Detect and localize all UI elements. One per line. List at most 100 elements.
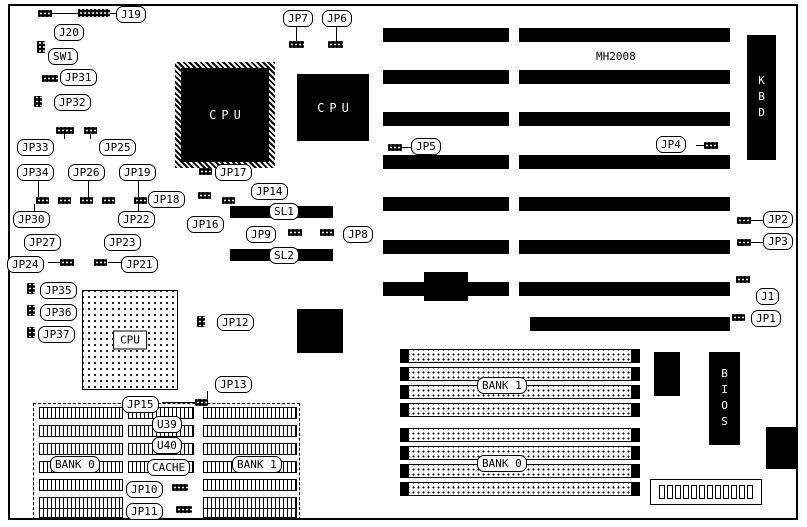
jumper-header-icon (176, 506, 192, 513)
jumper-header-icon (27, 283, 35, 294)
label-jp31: JP31 (60, 69, 97, 86)
leader-line (90, 134, 91, 139)
leader-line (34, 204, 35, 211)
label-jp18: JP18 (148, 191, 185, 208)
bios-label: BIOS (718, 366, 731, 431)
label-jp3: JP3 (763, 233, 793, 250)
label-jp22: JP22 (118, 211, 155, 228)
label-jp6: JP6 (322, 10, 352, 27)
cpu-pga-socket: CPU (82, 290, 178, 390)
jumper-header-icon (36, 197, 49, 204)
label-jp32: JP32 (54, 94, 91, 111)
leader-line (48, 262, 60, 263)
label-jp4: JP4 (656, 136, 686, 153)
simm-socket (400, 403, 640, 417)
isa-slot (383, 28, 509, 42)
leader-line (108, 262, 121, 263)
isa-slot (519, 240, 730, 254)
dip-chip (203, 443, 297, 455)
dip-chip (203, 425, 297, 437)
jumper-header-icon (34, 96, 42, 107)
label-jp21: JP21 (121, 256, 158, 273)
label-jp37: JP37 (38, 326, 75, 343)
isa-slot (519, 28, 730, 42)
label-jp7: JP7 (283, 10, 313, 27)
leader-line (64, 134, 65, 139)
jumper-header-icon (134, 197, 147, 204)
label-jp9: JP9 (246, 226, 276, 243)
dip-chip (39, 508, 123, 518)
label-u39: U39 (152, 416, 182, 433)
bios-chip: BIOS (709, 352, 740, 445)
leader-line (138, 204, 139, 211)
jumper-header-icon (289, 41, 304, 48)
cpu-chip-plcc: CPU (297, 74, 369, 141)
label-cache: CACHE (147, 459, 191, 476)
jumper-header-icon (58, 197, 71, 204)
label-jp34: JP34 (17, 164, 54, 181)
label-jp1: JP1 (751, 310, 781, 327)
ic-chip (424, 272, 468, 301)
dip-chip (39, 479, 123, 491)
label-bank0-dip: BANK 0 (50, 456, 100, 473)
label-j20: J20 (54, 24, 84, 41)
label-jp30: JP30 (13, 211, 50, 228)
label-jp23: JP23 (104, 234, 141, 251)
jumper-header-icon (195, 399, 208, 406)
dip-chip (203, 407, 297, 419)
label-jp24: JP24 (7, 256, 44, 273)
dip-chip (203, 508, 297, 518)
label-bank1-dip: BANK 1 (232, 456, 282, 473)
label-jp8: JP8 (343, 226, 373, 243)
dip-chip (203, 479, 297, 491)
isa-slot (383, 155, 509, 169)
jumper-header-icon (27, 305, 35, 316)
label-j19: J19 (116, 6, 146, 23)
label-jp15: JP15 (122, 396, 159, 413)
jumper-header-icon (388, 144, 402, 151)
jumper-header-icon (199, 168, 212, 175)
leader-line (38, 180, 39, 197)
ic-chip (297, 309, 343, 353)
jumper-header-icon (37, 41, 45, 53)
jumper-header-icon (736, 276, 750, 283)
jumper-header-icon (60, 259, 74, 266)
jumper-header-icon (27, 327, 35, 338)
jumper-header-icon (172, 484, 188, 491)
leader-line (336, 26, 337, 41)
board-model-text: MH2008 (596, 50, 636, 63)
isa-slot (519, 197, 730, 211)
simm-socket (400, 482, 640, 496)
label-jp10: JP10 (126, 481, 163, 498)
label-jp35: JP35 (40, 282, 77, 299)
leader-line (751, 242, 763, 243)
jumper-header-icon (320, 229, 334, 236)
label-jp27: JP27 (24, 234, 61, 251)
leader-line (696, 145, 704, 146)
leader-line (751, 220, 763, 221)
jumper-header-icon (198, 192, 211, 199)
leader-line (138, 180, 139, 197)
jumper-header-icon (78, 9, 110, 17)
jumper-header-icon (42, 75, 58, 82)
label-bank1-simm: BANK 1 (477, 377, 527, 394)
dip-chip (39, 407, 123, 419)
isa-slot (383, 70, 509, 84)
label-jp11: JP11 (126, 503, 163, 520)
jumper-header-icon (84, 127, 97, 134)
label-jp5: JP5 (411, 138, 441, 155)
jumper-header-icon (56, 127, 74, 134)
cpu-label: CPU (317, 100, 354, 115)
power-connector (650, 479, 762, 505)
label-jp14: JP14 (251, 183, 288, 200)
dip-chip (39, 425, 123, 437)
label-jp2: JP2 (763, 211, 793, 228)
cpu-label: CPU (113, 330, 147, 350)
ic-chip (654, 352, 680, 396)
jumper-header-icon (737, 217, 751, 224)
jumper-header-icon (737, 239, 751, 246)
jumper-header-icon (222, 197, 235, 204)
kbd-connector: KBD (747, 35, 776, 160)
isa-slot (519, 70, 730, 84)
